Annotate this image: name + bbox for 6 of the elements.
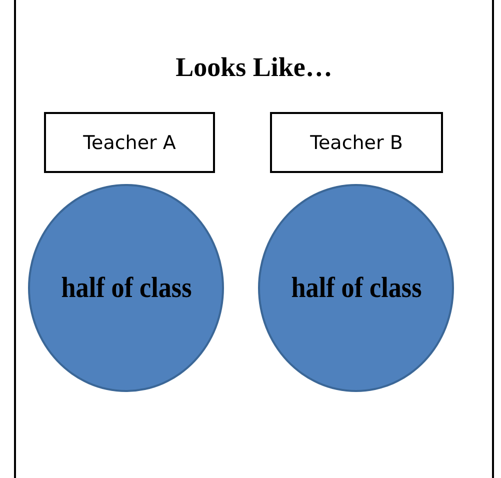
panel-frame [14, 0, 494, 478]
label-box: Teacher A [44, 112, 215, 173]
circle-label: half of class [60, 272, 192, 304]
label-box: Teacher B [270, 112, 443, 173]
circle-label: half of class [290, 272, 422, 304]
panel-title: Looks Like… [174, 52, 334, 83]
